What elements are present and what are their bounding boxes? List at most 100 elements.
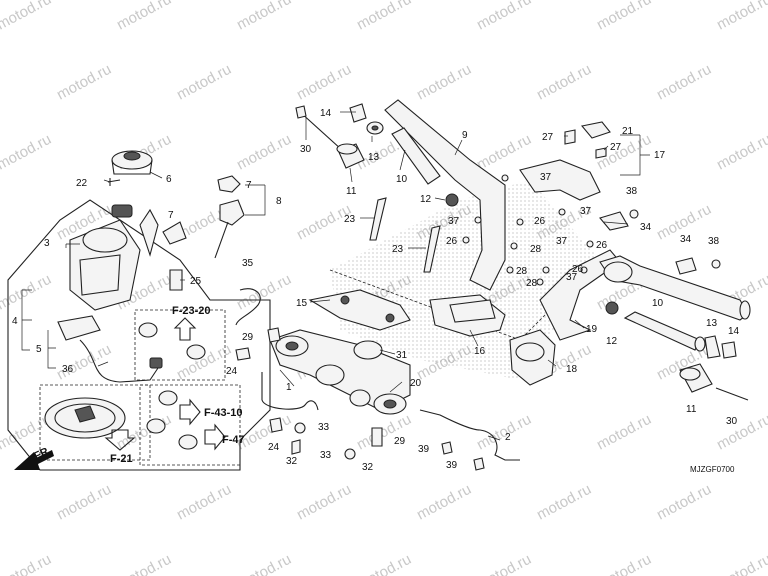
sub-group-box-1 [134, 309, 226, 381]
bushing-right [679, 363, 713, 393]
bracket-4 [21, 289, 32, 351]
lock-cylinder-set [138, 322, 206, 450]
callout-30b: 30 [726, 416, 738, 427]
callout-5: 5 [36, 344, 42, 355]
callout-28b: 28 [516, 266, 528, 277]
nut-upper [349, 103, 367, 123]
screw-32 [291, 439, 301, 455]
callout-27b: 27 [610, 142, 622, 153]
callout-31: 31 [396, 350, 408, 361]
handlebar-bracket-right [519, 121, 611, 201]
ref-f-43-10: F-43-10 [204, 407, 243, 419]
clip-34b [675, 257, 697, 275]
callout-35: 35 [242, 258, 254, 269]
callout-23a: 23 [344, 214, 356, 225]
callout-38a: 38 [626, 186, 638, 197]
callout-13a: 13 [368, 152, 380, 163]
callout-39b: 39 [446, 460, 458, 471]
upper-bracket [308, 289, 506, 337]
bracket-5 [47, 330, 56, 369]
bracket-17 [620, 134, 650, 176]
washer-33b [344, 448, 356, 460]
callout-4: 4 [12, 316, 18, 327]
ref-f-23-20: F-23-20 [172, 305, 211, 317]
callout-33a: 33 [318, 422, 330, 433]
frame-stipple-area [330, 180, 600, 380]
steering-stem [509, 249, 621, 386]
bolt-24a [235, 347, 251, 361]
callout-24a: 24 [226, 366, 238, 377]
front-indicator-label: FR. [32, 444, 53, 462]
lock-ring [111, 150, 153, 175]
callout-15: 15 [296, 298, 308, 309]
callout-3: 3 [44, 238, 50, 249]
callout-37c: 37 [580, 206, 592, 217]
handlebar-right [599, 255, 751, 321]
key [214, 199, 245, 259]
plug [445, 193, 459, 207]
callout-13b: 13 [706, 318, 718, 329]
callout-29a: 29 [242, 332, 254, 343]
callout-30a: 30 [300, 144, 312, 155]
callout-14b: 14 [728, 326, 740, 337]
ref-f-47: F-47 [222, 434, 245, 446]
callout-2: 2 [505, 432, 511, 443]
callout-11b: 11 [686, 404, 697, 415]
clip-34a [599, 211, 629, 231]
callout-32a: 32 [286, 456, 298, 467]
callout-19: 19 [586, 324, 598, 335]
callout-7a: 7 [168, 210, 174, 221]
small-bolts-cluster [462, 174, 594, 286]
callout-25: 25 [190, 276, 202, 287]
grommet-upper [366, 121, 384, 135]
nut-right [721, 341, 737, 359]
fuel-cap [44, 397, 126, 439]
ref-f-21: F-21 [110, 453, 133, 465]
callout-18: 18 [566, 364, 578, 375]
callout-28c: 28 [526, 278, 538, 289]
wire-harness-1 [261, 372, 319, 411]
bolt-29b [371, 427, 383, 447]
callout-26d: 26 [572, 264, 584, 275]
callout-23b: 23 [392, 244, 404, 255]
wire-harness-2 [419, 409, 520, 461]
cable-clip [235, 288, 261, 326]
bracket-3 [65, 243, 80, 248]
stud-bolt-2 [423, 225, 441, 273]
bolt-29a [267, 327, 281, 343]
callout-26a: 26 [446, 236, 458, 247]
long-bolt-right [715, 387, 749, 401]
ref-arrow-right-1 [179, 398, 201, 426]
callout-38b: 38 [708, 236, 720, 247]
callout-28a: 28 [530, 244, 542, 255]
callout-9: 9 [462, 130, 468, 141]
bolt [169, 269, 183, 291]
bushing-upper [336, 143, 365, 169]
bar-end-tube [623, 311, 706, 352]
long-bolt-upper [299, 111, 343, 151]
ref-arrow-right-2 [204, 423, 226, 451]
callout-26c: 26 [596, 240, 608, 251]
callout-27a: 27 [542, 132, 554, 143]
key-cap-2 [162, 221, 187, 245]
handlebar-left [384, 99, 506, 291]
callout-8: 8 [276, 196, 282, 207]
callout-6: 6 [166, 174, 172, 185]
callout-1: 1 [286, 382, 292, 393]
ref-arrow-up [173, 317, 197, 341]
callout-17: 17 [654, 150, 666, 161]
diagram-code: MJZGF0700 [690, 465, 735, 474]
plug-right [605, 301, 619, 315]
callout-12b: 12 [606, 336, 618, 347]
callout-37e: 37 [566, 272, 578, 283]
callout-11a: 11 [346, 186, 357, 197]
callout-34a: 34 [640, 222, 652, 233]
washer-33a [294, 422, 306, 434]
callout-37d: 37 [556, 236, 568, 247]
front-arrow [14, 450, 54, 470]
callout-14a: 14 [320, 108, 332, 119]
callout-26b: 26 [534, 216, 546, 227]
callout-29b: 29 [394, 436, 406, 447]
